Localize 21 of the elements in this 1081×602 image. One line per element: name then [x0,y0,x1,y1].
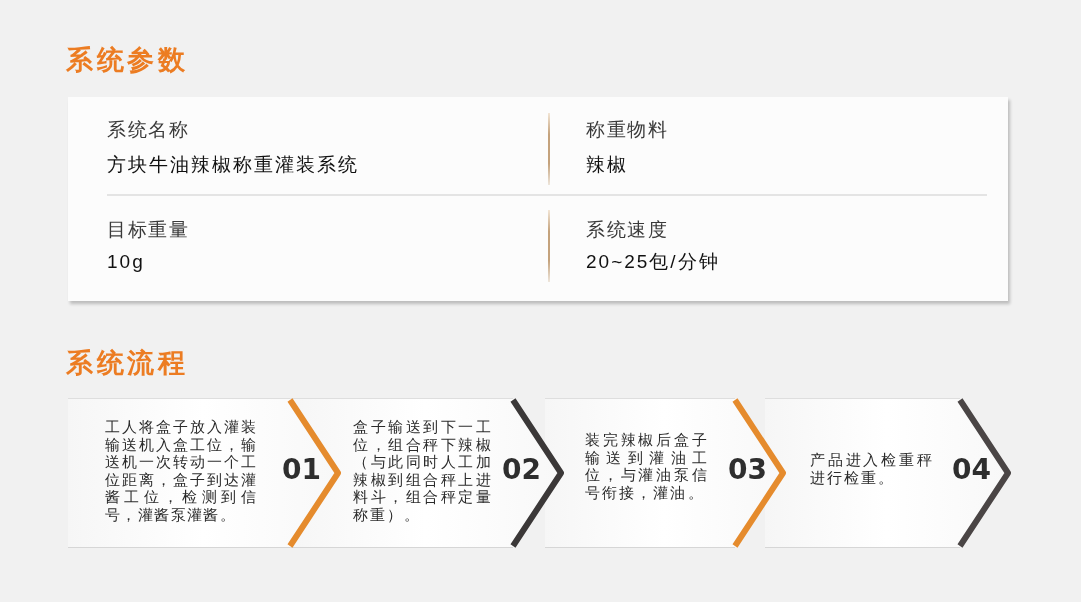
step-description: 工人将盒子放入灌装输送机入盒工位，输送机一次转动一个工位距离，盒子到达灌酱工位，检测到信号，灌酱泵灌酱。 [105,419,257,525]
field-value: 方块牛油辣椒称重灌装系统 [107,154,359,176]
chevron-step [765,398,1012,548]
step-number: 03 [728,455,767,485]
chevron-step [68,398,342,548]
step-number: 04 [952,455,991,485]
step-description: 产品进入检重秤进行检重。 [810,452,934,488]
step-description: 装完辣椒后盒子输送到灌油工位，与灌油泵信号衔接，灌油。 [585,432,709,503]
field-label: 系统速度 [586,219,668,241]
field-label: 目标重量 [107,219,189,241]
field-value: 20~25包/分钟 [586,251,720,273]
section-heading: 系统参数 [66,45,188,75]
field-value: 10g [107,251,145,273]
field-label: 系统名称 [107,119,189,141]
field-value: 辣椒 [586,154,628,176]
step-number: 01 [282,455,321,485]
step-description: 盒子输送到下一工位，组合秤下辣椒（与此同时人工加辣椒到组合秤上进料斗，组合秤定量称重）。 [353,419,493,525]
step-number: 02 [502,455,541,485]
chevron-step [545,398,787,548]
field-label: 称重物料 [586,119,668,141]
section-heading: 系统流程 [66,348,188,378]
